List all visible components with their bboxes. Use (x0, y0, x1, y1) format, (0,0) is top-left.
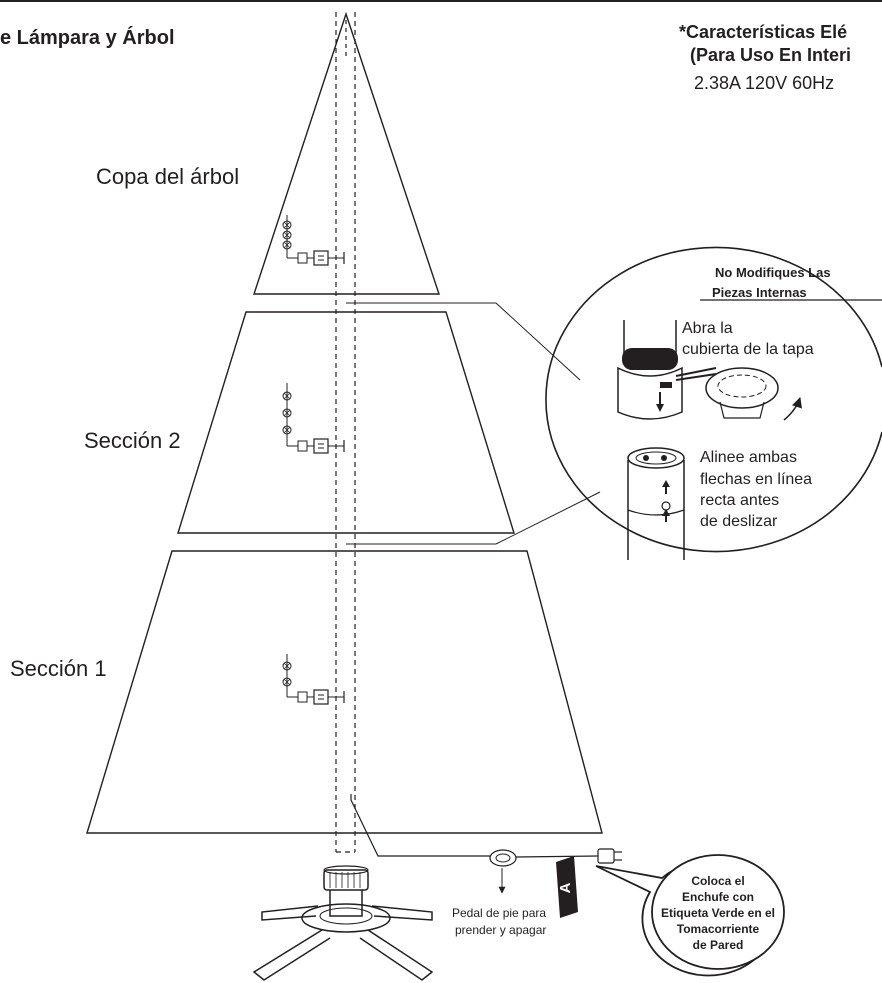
page-title: e Lámpara y Árbol (0, 26, 175, 49)
light-string-section-1 (282, 654, 345, 705)
plug-icon (597, 848, 622, 864)
warning-line1: No Modifiques Las (715, 265, 831, 280)
step2-line2: flechas en línea (700, 471, 812, 488)
bulb-icon (282, 661, 292, 671)
center-pole (335, 12, 356, 853)
tree-top-section (253, 11, 440, 295)
specs-title-line2: (Para Uso En Interi (690, 45, 851, 65)
tree-stand-icon (252, 865, 434, 981)
pole-align-icon (627, 447, 685, 560)
specs-value: 2.38A 120V 60Hz (694, 73, 834, 93)
detail-callout-lines (346, 302, 601, 545)
plug-note-line1: Coloca el (691, 874, 744, 888)
pedal-line2: prender y apagar (455, 923, 546, 937)
step1-line2: cubierta de la tapa (682, 341, 814, 358)
light-string-top (282, 215, 345, 266)
plug-note-line4: Tomacorriente (677, 922, 760, 936)
light-string-section-2 (282, 383, 345, 454)
bulb-icon (282, 240, 292, 250)
step2-line1: Alinee ambas (700, 449, 797, 466)
bulb-icon (282, 220, 292, 230)
bulb-icon (282, 230, 292, 240)
power-cord (350, 794, 599, 894)
bulb-icon (282, 391, 292, 401)
plug-note-line3: Etiqueta Verde en el (661, 906, 775, 920)
step1-line1: Abra la (682, 320, 733, 337)
bulb-icon (282, 425, 292, 435)
bulb-icon (282, 408, 292, 418)
plug-note-bubble: Coloca el Enchufe con Etiqueta Verde en … (595, 854, 785, 977)
pedal-line1: Pedal de pie para (452, 906, 546, 920)
tree-section-2 (177, 311, 515, 534)
step2-line3: recta antes (700, 492, 779, 509)
plug-note-line5: de Pared (693, 938, 744, 952)
label-section-1: Sección 1 (10, 656, 107, 681)
label-section-2: Sección 2 (84, 428, 181, 453)
label-tree-top: Copa del árbol (96, 164, 239, 189)
plug-note-line2: Enchufe con (682, 890, 754, 904)
specs-title-line1: *Características Elé (679, 22, 847, 42)
tree-section-1 (86, 550, 603, 834)
step2-line4: de deslizar (700, 513, 778, 530)
bulb-icon (282, 677, 292, 687)
tag-a-label: A (556, 856, 578, 918)
tag-letter: A (557, 882, 574, 893)
foot-pedal-icon (489, 849, 517, 867)
warning-line2: Piezas Internas (712, 285, 807, 300)
pole-cap-icon (617, 320, 802, 421)
detail-magnifier: No Modifiques Las Piezas Internas Abra l… (545, 246, 882, 560)
